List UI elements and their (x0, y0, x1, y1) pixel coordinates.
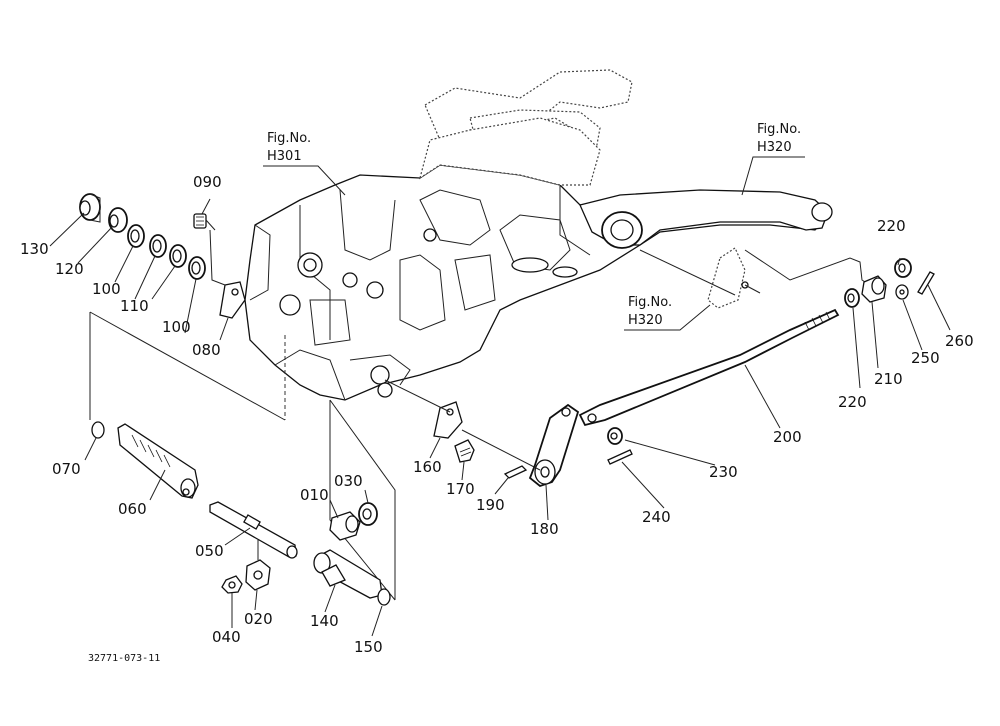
part-100-washer-b[interactable] (188, 256, 206, 280)
fig-ref-h320-bottom[interactable]: Fig.No. H320 (624, 295, 711, 331)
part-250-washer[interactable] (895, 284, 909, 300)
fig-ref-h301-line2: H301 (267, 149, 302, 164)
part-label-130: 130 (20, 240, 49, 258)
lift-housing-outline (244, 69, 833, 401)
part-040-nut[interactable] (221, 575, 243, 594)
part-230-washer[interactable] (607, 427, 623, 445)
part-label-220-bottom: 220 (838, 393, 867, 411)
part-110-washer-b[interactable] (169, 244, 187, 268)
part-label-230: 230 (709, 463, 738, 481)
part-070-oring[interactable] (91, 421, 105, 439)
part-label-090: 090 (193, 173, 222, 191)
part-label-080: 080 (192, 341, 221, 359)
part-190-pin[interactable] (503, 465, 528, 479)
part-160-plate[interactable] (384, 379, 463, 439)
fig-ref-h320-bottom-line2: H320 (628, 313, 663, 328)
part-label-040: 040 (212, 628, 241, 646)
part-label-050: 050 (195, 542, 224, 560)
part-220-nut-lower[interactable] (844, 288, 860, 308)
part-label-210: 210 (874, 370, 903, 388)
part-label-160: 160 (413, 458, 442, 476)
part-label-110: 110 (120, 297, 149, 315)
part-label-060: 060 (118, 500, 147, 518)
part-260-pin[interactable] (917, 271, 935, 295)
part-100-washer-a[interactable] (127, 224, 145, 248)
part-030-bushing[interactable] (358, 502, 378, 526)
part-130-nut[interactable] (79, 193, 101, 223)
part-label-140: 140 (310, 612, 339, 630)
fig-ref-h320-top[interactable]: Fig.No. H320 (741, 122, 805, 196)
part-label-170: 170 (446, 480, 475, 498)
fig-ref-h320-bottom-line1: Fig.No. (628, 295, 672, 310)
fig-ref-h320-top-line1: Fig.No. (757, 122, 801, 137)
part-label-010: 010 (300, 486, 329, 504)
part-label-190: 190 (476, 496, 505, 514)
part-label-020: 020 (244, 610, 273, 628)
part-label-070: 070 (52, 460, 81, 478)
part-110-washer-a[interactable] (149, 234, 167, 258)
fig-ref-h301[interactable]: Fig.No. H301 (263, 131, 346, 196)
fig-ref-h301-line1: Fig.No. (267, 131, 311, 146)
part-label-250: 250 (911, 349, 940, 367)
part-020-block[interactable] (245, 540, 271, 591)
part-label-150: 150 (354, 638, 383, 656)
part-210-yoke[interactable] (861, 275, 887, 303)
part-label-260: 260 (945, 332, 974, 350)
part-label-180: 180 (530, 520, 559, 538)
bracket-plate (639, 247, 871, 309)
fig-ref-h320-top-line2: H320 (757, 140, 792, 155)
part-label-200: 200 (773, 428, 802, 446)
part-label-240: 240 (642, 508, 671, 526)
part-label-030: 030 (334, 472, 363, 490)
part-label-100-b: 100 (162, 318, 191, 336)
part-labels: 130 120 100 110 100 090 080 070 060 050 … (20, 173, 974, 656)
part-170-bolt[interactable] (454, 439, 475, 463)
part-120-collar[interactable] (108, 207, 128, 233)
drawing-code: 32771-073-11 (88, 653, 160, 664)
part-150-oring[interactable] (377, 588, 391, 606)
part-label-120: 120 (55, 260, 84, 278)
part-010-sleeve[interactable] (329, 511, 361, 541)
part-080-plate[interactable] (209, 229, 246, 319)
part-090-plug[interactable] (193, 213, 216, 231)
part-label-100-a: 100 (92, 280, 121, 298)
part-060-shaft[interactable] (117, 423, 199, 499)
part-200-rod[interactable] (578, 308, 840, 427)
part-220-nut-upper[interactable] (894, 258, 912, 278)
part-label-220-top: 220 (877, 217, 906, 235)
part-140-shaft[interactable] (313, 549, 383, 599)
part-050-rod[interactable] (209, 501, 298, 559)
part-180-lever-arm[interactable] (461, 403, 580, 488)
part-240-cotter-pin[interactable] (607, 449, 633, 465)
